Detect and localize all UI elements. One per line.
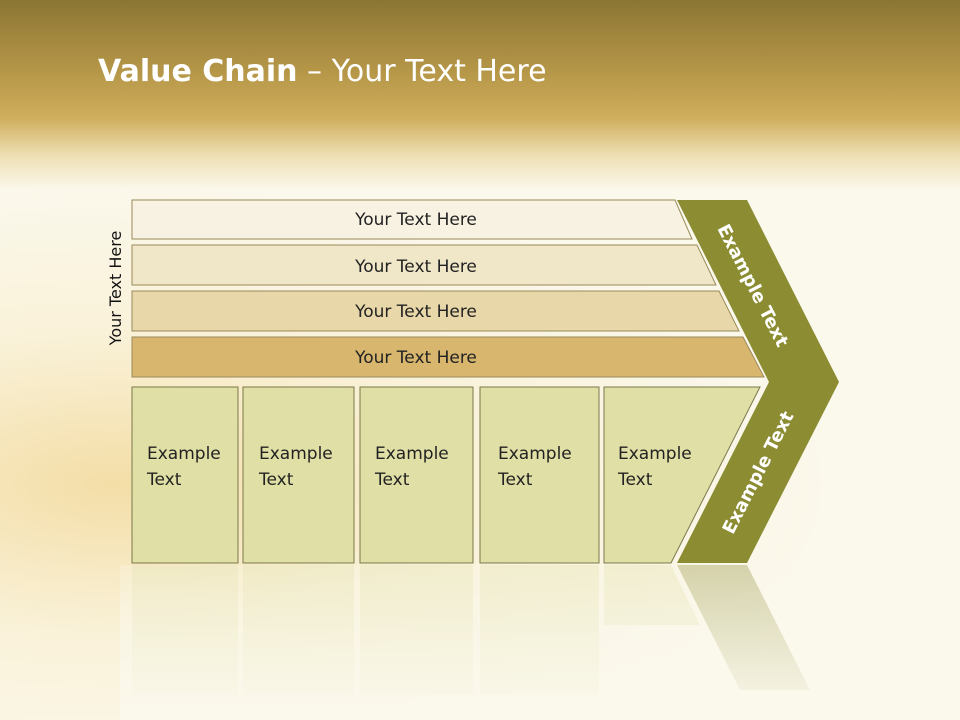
cell-box — [131, 386, 239, 564]
reflection-fade — [120, 565, 840, 720]
cell-box — [479, 386, 600, 564]
bar-1: Your Text Here — [131, 199, 693, 240]
title-bold: Value Chain — [98, 54, 298, 89]
cell-line2: Text — [146, 470, 182, 490]
cell-line1: Example — [375, 444, 449, 464]
cell-line1: Example — [618, 444, 692, 464]
cell-1: Example Text — [131, 386, 239, 564]
cell-line2: Text — [258, 470, 294, 490]
cell-3: Example Text — [359, 386, 474, 564]
cell-5: Example Text — [603, 386, 761, 564]
bar-3: Your Text Here — [131, 290, 740, 332]
cell-line2: Text — [497, 470, 533, 490]
cell-line1: Example — [259, 444, 333, 464]
bar-label: Your Text Here — [354, 302, 477, 322]
chevron-shape — [677, 200, 839, 563]
cell-line2: Text — [617, 470, 653, 490]
header-band — [0, 0, 960, 190]
cell-4: Example Text — [479, 386, 600, 564]
bar-label: Your Text Here — [354, 257, 477, 277]
cell-box — [359, 386, 474, 564]
slide-title: Value Chain – Your Text Here — [98, 54, 547, 89]
cell-2: Example Text — [242, 386, 355, 564]
side-label: Your Text Here — [106, 231, 125, 347]
bar-shape — [131, 244, 717, 286]
cell-box — [603, 386, 761, 564]
title-rest: – Your Text Here — [297, 54, 547, 89]
bar-2: Your Text Here — [131, 244, 717, 286]
bar-label: Your Text Here — [354, 348, 477, 368]
bar-shape — [131, 336, 765, 378]
cell-box — [242, 386, 355, 564]
bar-shape — [131, 199, 693, 240]
bar-label: Your Text Here — [354, 210, 477, 230]
cell-line1: Example — [147, 444, 221, 464]
bar-4: Your Text Here — [131, 336, 765, 378]
bar-shape — [131, 290, 740, 332]
cell-line1: Example — [498, 444, 572, 464]
cell-line2: Text — [374, 470, 410, 490]
